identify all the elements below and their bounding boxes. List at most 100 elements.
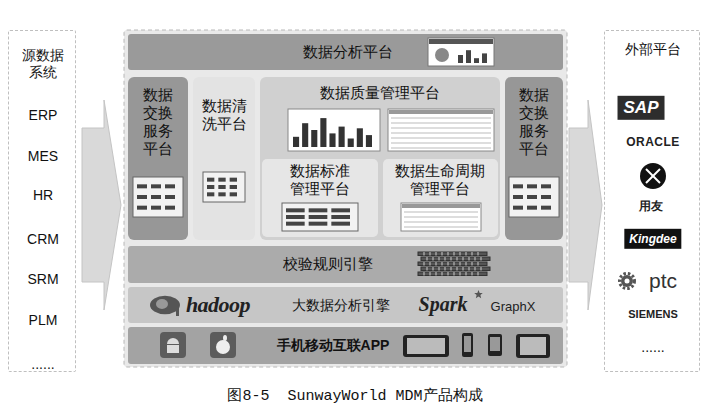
rule-stripe [451,267,452,271]
rule-stripe [448,262,449,266]
node-label: 数据标准管理平台 [289,162,351,198]
tablet-screen [407,338,445,354]
rule-bar [418,272,487,276]
screenshot-block [541,206,551,210]
screenshot-block [513,206,523,210]
screenshot-block [165,206,175,210]
rule-stripe [454,252,455,256]
node-label: Kingdee [624,229,681,249]
screenshot-block [513,195,523,199]
node-label: 数据分析平台 [303,43,393,61]
table-row [391,128,491,129]
rule-stripe [436,262,437,266]
table-row [404,227,478,228]
rule-stripe [475,257,476,261]
platform-box: 数据交换服务平台 [128,77,188,240]
android-icon [160,332,186,358]
screenshot-block [151,184,161,188]
table-row [391,133,491,134]
screenshot-block [165,184,175,188]
engine-band: 校验规则引擎 [128,246,563,283]
rule-stripe [448,272,449,276]
chart-bar [311,130,317,147]
phone-screen [490,337,500,351]
node-label: 外部平台 [625,41,681,58]
screenshot-block [207,178,214,182]
rule-stripe [472,262,473,266]
node-label: 数据交换服务平台 [142,86,174,158]
screenshot-block [151,206,161,210]
rule-stripe [469,267,470,271]
table-row [391,143,491,144]
rule-stripe [424,262,425,266]
rule-bar [418,252,487,256]
node-label: 数据清洗平台 [201,97,248,133]
rule-stripe [478,252,479,256]
chart-bar [320,118,326,147]
gear-logo [621,275,633,287]
table-header [402,204,480,208]
chart-bar [348,139,354,148]
rule-stripe [445,267,446,271]
screenshot-frame [282,203,358,231]
x-stroke [646,169,660,183]
rule-stripe [475,267,476,271]
platform-box: 数据生命周期管理平台 [383,159,498,237]
table-header [389,110,493,114]
rule-bar [418,262,487,266]
screenshot-frame [203,172,245,202]
engine-band: hadoop大数据分析引擎SparkGraphX [128,287,563,323]
tablet-screen [520,337,546,355]
screenshot-block [207,185,214,189]
screenshot-block [230,192,237,196]
rule-stripe [433,257,434,261]
screenshot-block [218,192,225,196]
screenshot-block [309,222,328,226]
figure-caption: 图8-5 SunwayWorld MDM产品构成 [227,388,482,406]
node-label: 大数据分析引擎 [292,297,390,314]
table-row [391,148,491,149]
node-label: Spark [419,292,468,316]
elephant-logo [150,296,180,314]
apple-body [216,340,230,354]
rule-stripe [466,262,467,266]
table-row [404,212,478,213]
rule-stripe [478,272,479,276]
chart-bar [329,133,335,147]
apple-leaf [223,335,227,341]
table-row [391,123,491,124]
rule-stripe [481,257,482,261]
node-label: PLM [29,312,58,329]
rule-stripe [427,257,428,261]
screenshot-block [541,184,551,188]
rule-stripe [439,257,440,261]
rule-stripe [460,252,461,256]
chart-bar [302,123,308,147]
rule-stripe [433,267,434,271]
table-row [404,217,478,218]
rule-stripe [460,272,461,276]
chart-bar [466,50,471,63]
flow-arrow [569,100,602,310]
rule-stripe [466,252,467,256]
screenshot-frame [133,177,183,217]
chart-bar [482,53,487,63]
platform-box: 数据交换服务平台 [505,77,563,240]
phone-device [462,333,473,357]
platform-box: 数据标准管理平台 [262,159,378,237]
chart-frame [288,109,380,151]
tablet-device [403,335,449,357]
screenshot-block [286,215,305,219]
app-band: 手机移动互联APP [128,327,563,364]
rule-stripe [424,252,425,256]
rule-stripe [463,267,464,271]
rule-bar [421,257,490,261]
chart-bar [293,137,299,147]
chart-bar [458,55,463,63]
screenshot-block [218,185,225,189]
platform-box: 数据质量管理平台数据标准管理平台数据生命周期管理平台 [260,77,500,240]
screenshot-block [331,222,350,226]
screenshot-block [137,206,147,210]
chart-bar [474,58,479,63]
rule-stripe [478,262,479,266]
